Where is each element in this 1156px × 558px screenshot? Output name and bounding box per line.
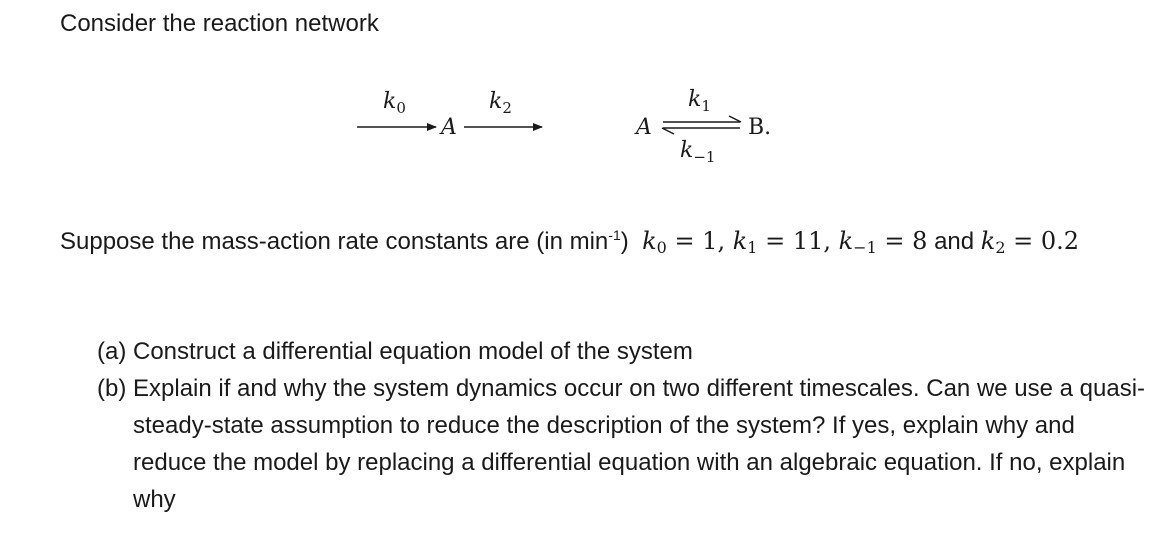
k0-symbol: k (642, 227, 657, 255)
k0-subscript: 0 (656, 238, 667, 257)
k1-value: = 11, (757, 227, 839, 255)
and-word: and (927, 228, 981, 255)
outflow-rate-symbol: k (489, 89, 502, 114)
forward-rate-symbol: k (688, 87, 701, 112)
rates-lead-close: ) (620, 228, 629, 255)
k0-value: = 1, (666, 227, 733, 255)
reaction-scheme: k0 A k2 A k1 k−1 B. (357, 87, 771, 166)
km1-symbol: k (838, 227, 854, 255)
k1-symbol: k (732, 227, 748, 255)
forward-rate-label: k1 (688, 87, 711, 115)
outflow-rate-subscript: 2 (502, 99, 512, 117)
k2-symbol: k (980, 227, 996, 255)
reverse-rate-symbol: k (680, 138, 693, 163)
k2-subscript: 2 (995, 238, 1006, 257)
reverse-rate-label: k−1 (680, 138, 715, 166)
part-b: (b) Explain if and why the system dynami… (97, 375, 1146, 513)
inflow-rate-symbol: k (383, 89, 396, 114)
forward-rate-subscript: 1 (701, 97, 711, 115)
km1-value: = 8 (876, 227, 928, 255)
question-parts: (a) Construct a differential equation mo… (97, 333, 1147, 518)
part-a: (a) Construct a differential equation mo… (97, 338, 693, 365)
inflow-rate-label: k0 (383, 89, 406, 117)
k1-subscript: 1 (747, 238, 758, 257)
km1-subscript: −1 (853, 238, 877, 257)
reverse-arrow-barb (661, 127, 675, 135)
reversible-species-a: A (634, 115, 652, 140)
intro-text: Consider the reaction network (60, 10, 379, 37)
unit-exponent: -1 (608, 227, 621, 243)
reversible-species-b: B. (748, 115, 771, 140)
forward-arrow-barb (728, 115, 742, 123)
species-a: A (439, 115, 457, 140)
outflow-reaction: k2 (464, 89, 543, 131)
reverse-rate-subscript: −1 (693, 148, 715, 166)
k2-value: = 0.2 (1005, 227, 1080, 255)
inflow-rate-subscript: 0 (396, 99, 406, 117)
rates-lead: Suppose the mass-action rate constants a… (60, 228, 609, 255)
outflow-rate-label: k2 (489, 89, 512, 117)
reversible-reaction: A k1 k−1 B. (634, 87, 771, 166)
inflow-reaction: k0 A (357, 89, 457, 140)
rate-constants-sentence: Suppose the mass-action rate constants a… (60, 227, 1079, 257)
